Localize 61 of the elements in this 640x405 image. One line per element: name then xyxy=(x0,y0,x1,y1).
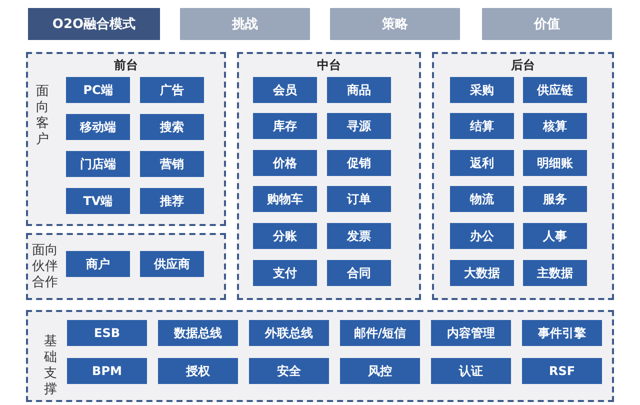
module-box: 安全 xyxy=(249,358,329,384)
module-box: 物流 xyxy=(450,186,514,212)
header-tab: 挑战 xyxy=(180,8,310,40)
header-tab: 策略 xyxy=(330,8,460,40)
layer-panel xyxy=(26,310,614,402)
module-box: 数据总线 xyxy=(158,320,238,346)
module-box: 分账 xyxy=(253,223,317,249)
module-box: 邮件/短信 xyxy=(340,320,420,346)
module-box: 购物车 xyxy=(253,186,317,212)
module-box: 促销 xyxy=(327,150,391,176)
module-box: 门店端 xyxy=(66,151,130,177)
module-box: 供应商 xyxy=(140,251,204,277)
module-box: 风控 xyxy=(340,358,420,384)
module-box: 合同 xyxy=(327,260,391,286)
layer-panel xyxy=(237,52,421,300)
panel-heading: 后台 xyxy=(511,57,535,74)
module-box: 核算 xyxy=(523,113,587,139)
module-box: 内容管理 xyxy=(431,320,511,346)
module-box: 授权 xyxy=(158,358,238,384)
module-box: 支付 xyxy=(253,260,317,286)
module-box: RSF xyxy=(522,358,602,384)
module-box: 返利 xyxy=(450,150,514,176)
module-box: TV端 xyxy=(66,188,130,214)
module-box: 发票 xyxy=(327,223,391,249)
module-box: PC端 xyxy=(66,77,130,103)
module-box: 会员 xyxy=(253,77,317,103)
module-box: 服务 xyxy=(523,186,587,212)
layer-panel xyxy=(26,233,226,300)
layer-panel xyxy=(26,52,226,226)
header-tab: 价值 xyxy=(482,8,612,40)
module-box: 商户 xyxy=(66,251,130,277)
title-tab: O2O融合模式 xyxy=(28,8,160,40)
module-box: BPM xyxy=(67,358,147,384)
module-box: 订单 xyxy=(327,186,391,212)
module-box: 推荐 xyxy=(140,188,204,214)
module-box: 人事 xyxy=(523,223,587,249)
module-box: ESB xyxy=(67,320,147,346)
module-box: 事件引擎 xyxy=(522,320,602,346)
module-box: 库存 xyxy=(253,113,317,139)
module-box: 大数据 xyxy=(450,260,514,286)
panel-heading: 前台 xyxy=(114,57,138,74)
module-box: 主数据 xyxy=(523,260,587,286)
module-box: 供应链 xyxy=(523,77,587,103)
side-label: 面向客户 xyxy=(36,84,50,148)
layer-panel xyxy=(432,52,614,300)
module-box: 营销 xyxy=(140,151,204,177)
module-box: 认证 xyxy=(431,358,511,384)
side-label: 面向伙伴合作 xyxy=(32,243,59,291)
module-box: 采购 xyxy=(450,77,514,103)
module-box: 结算 xyxy=(450,113,514,139)
module-box: 办公 xyxy=(450,223,514,249)
module-box: 移动端 xyxy=(66,114,130,140)
module-box: 广告 xyxy=(140,77,204,103)
module-box: 外联总线 xyxy=(249,320,329,346)
side-label: 基础支撑 xyxy=(44,334,58,398)
module-box: 明细账 xyxy=(523,150,587,176)
module-box: 商品 xyxy=(327,77,391,103)
module-box: 搜索 xyxy=(140,114,204,140)
panel-heading: 中台 xyxy=(317,57,341,74)
module-box: 价格 xyxy=(253,150,317,176)
module-box: 寻源 xyxy=(327,113,391,139)
